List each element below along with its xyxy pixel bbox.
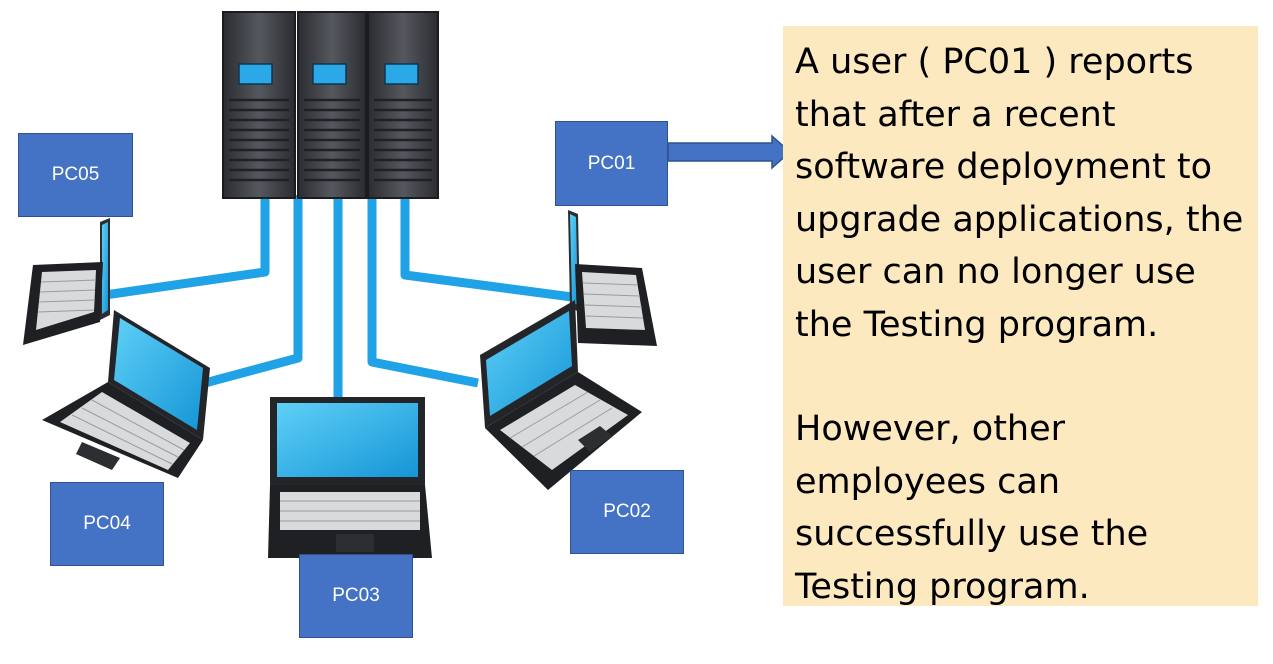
server-rack-icon bbox=[222, 11, 439, 199]
node-pc05: PC05 bbox=[18, 133, 133, 217]
scenario-callout: A user ( PC01 ) reports that after a rec… bbox=[783, 26, 1258, 607]
laptop-icon bbox=[42, 310, 210, 478]
node-pc01: PC01 bbox=[555, 121, 668, 206]
callout-paragraph-1: A user ( PC01 ) reports that after a rec… bbox=[795, 42, 1244, 345]
laptop-icon bbox=[568, 210, 657, 346]
node-label: PC04 bbox=[83, 513, 131, 534]
laptop-icon bbox=[480, 300, 642, 490]
server-tower-1 bbox=[222, 11, 296, 199]
node-pc04: PC04 bbox=[50, 482, 164, 566]
callout-paragraph-2: However, other employees can successfull… bbox=[795, 409, 1149, 607]
server-tower-2 bbox=[297, 11, 367, 199]
cable-pc05 bbox=[104, 195, 270, 300]
cable-pc04 bbox=[203, 195, 303, 388]
node-pc03: PC03 bbox=[299, 554, 413, 638]
node-label: PC02 bbox=[603, 501, 651, 522]
node-label: PC01 bbox=[587, 152, 636, 174]
arrow-right-icon bbox=[667, 134, 792, 170]
network-cables bbox=[104, 195, 573, 398]
server-tower-3 bbox=[367, 11, 439, 199]
laptop-icon bbox=[23, 218, 110, 345]
node-label: PC03 bbox=[332, 585, 380, 606]
node-label: PC05 bbox=[51, 164, 100, 185]
cable-pc02 bbox=[367, 195, 479, 388]
laptop-icon bbox=[268, 397, 432, 558]
cable-pc01 bbox=[400, 195, 573, 302]
node-pc02: PC02 bbox=[570, 470, 684, 554]
